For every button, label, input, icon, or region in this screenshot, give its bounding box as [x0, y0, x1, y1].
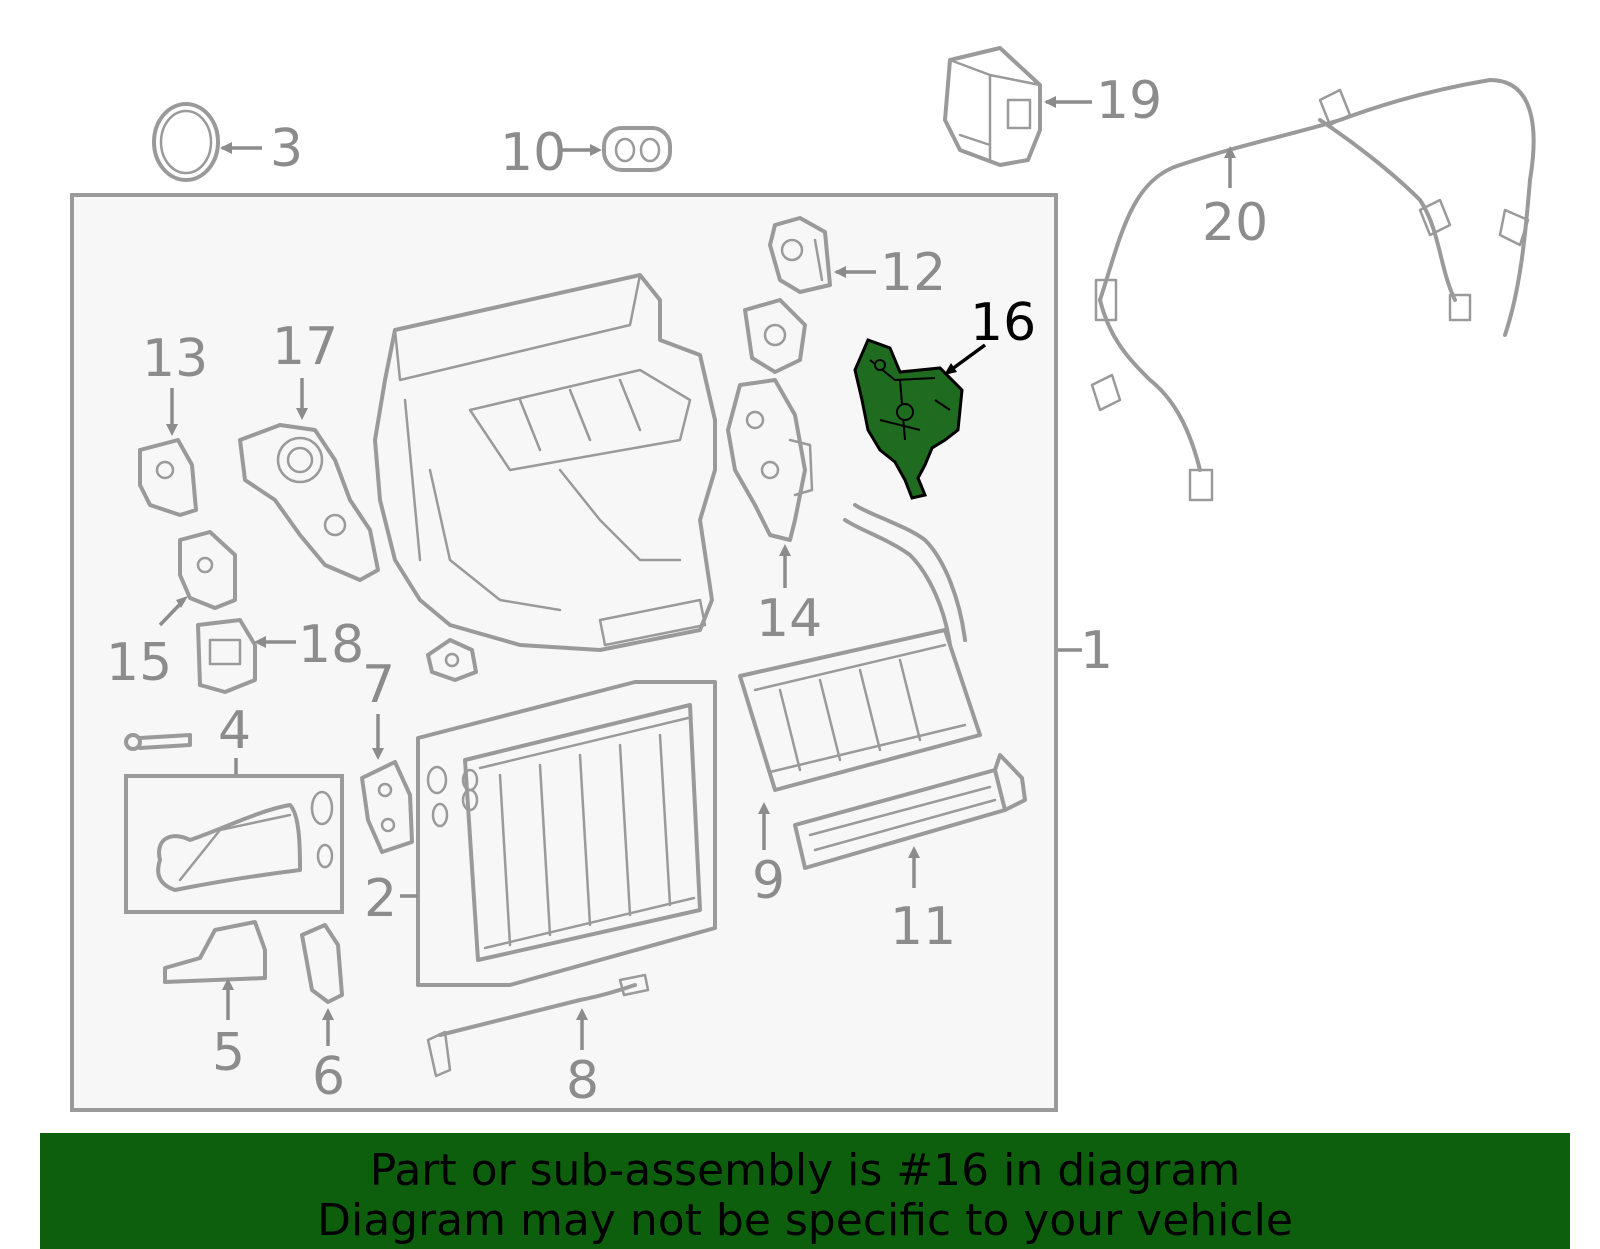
- part-17-blower-motor[interactable]: [238, 423, 380, 582]
- part-14-servo-motor[interactable]: [726, 378, 814, 542]
- part-13-actuator[interactable]: [138, 438, 198, 517]
- callout-2: 2: [364, 869, 397, 929]
- callout-4: 4: [218, 701, 251, 761]
- banner-line-2: Diagram may not be specific to your vehi…: [317, 1195, 1293, 1246]
- part-4-bolt[interactable]: [124, 733, 192, 751]
- callout-20: 20: [1202, 193, 1268, 253]
- part-4-group-box: [124, 774, 344, 914]
- part-3-o-ring[interactable]: [152, 102, 220, 182]
- callout-18: 18: [298, 615, 364, 675]
- callout-7: 7: [362, 655, 395, 715]
- banner-line-1: Part or sub-assembly is #16 in diagram: [369, 1145, 1241, 1196]
- part-7-expansion-valve[interactable]: [360, 760, 414, 854]
- part-8-sensor-wire[interactable]: [426, 973, 650, 1078]
- callout-16: 16: [970, 293, 1036, 353]
- callout-12: 12: [880, 243, 946, 303]
- callout-3: 3: [270, 119, 303, 179]
- callout-15: 15: [106, 633, 172, 693]
- callout-1: 1: [1080, 621, 1113, 681]
- info-banner: Part or sub-assembly is #16 in diagram D…: [40, 1133, 1570, 1249]
- callout-10: 10: [500, 123, 566, 183]
- callout-9: 9: [752, 851, 785, 911]
- hvac-housing[interactable]: [373, 273, 717, 652]
- part-10-grommet[interactable]: [602, 126, 672, 172]
- callout-5: 5: [212, 1023, 245, 1083]
- part-14-actuator-upper[interactable]: [743, 298, 807, 374]
- callout-8: 8: [566, 1051, 599, 1111]
- part-5-pipe-cover[interactable]: [163, 920, 267, 984]
- part-18-sensor[interactable]: [196, 618, 257, 694]
- part-2-evaporator-core[interactable]: [426, 703, 702, 962]
- callout-14: 14: [756, 589, 822, 649]
- part-4-pipe[interactable]: [156, 790, 334, 892]
- part-12-actuator[interactable]: [768, 216, 832, 294]
- part-2-evaporator-box[interactable]: [416, 680, 717, 987]
- callout-13: 13: [142, 329, 208, 389]
- assembly-panel: [70, 193, 1058, 1112]
- part-11-ptc-heater[interactable]: [793, 753, 1027, 870]
- callout-6: 6: [312, 1047, 345, 1107]
- part-20-wire-harness[interactable]: [1090, 78, 1536, 502]
- part-small-gear[interactable]: [426, 638, 478, 682]
- callout-17: 17: [272, 317, 338, 377]
- part-15-actuator[interactable]: [178, 530, 237, 610]
- callout-19: 19: [1096, 71, 1162, 131]
- part-6-clip[interactable]: [300, 923, 344, 1004]
- part-19-control-module[interactable]: [943, 46, 1042, 167]
- part-9-heater-core[interactable]: [738, 503, 982, 792]
- callout-11: 11: [890, 897, 956, 957]
- part-16-actuator-highlighted[interactable]: [853, 338, 964, 500]
